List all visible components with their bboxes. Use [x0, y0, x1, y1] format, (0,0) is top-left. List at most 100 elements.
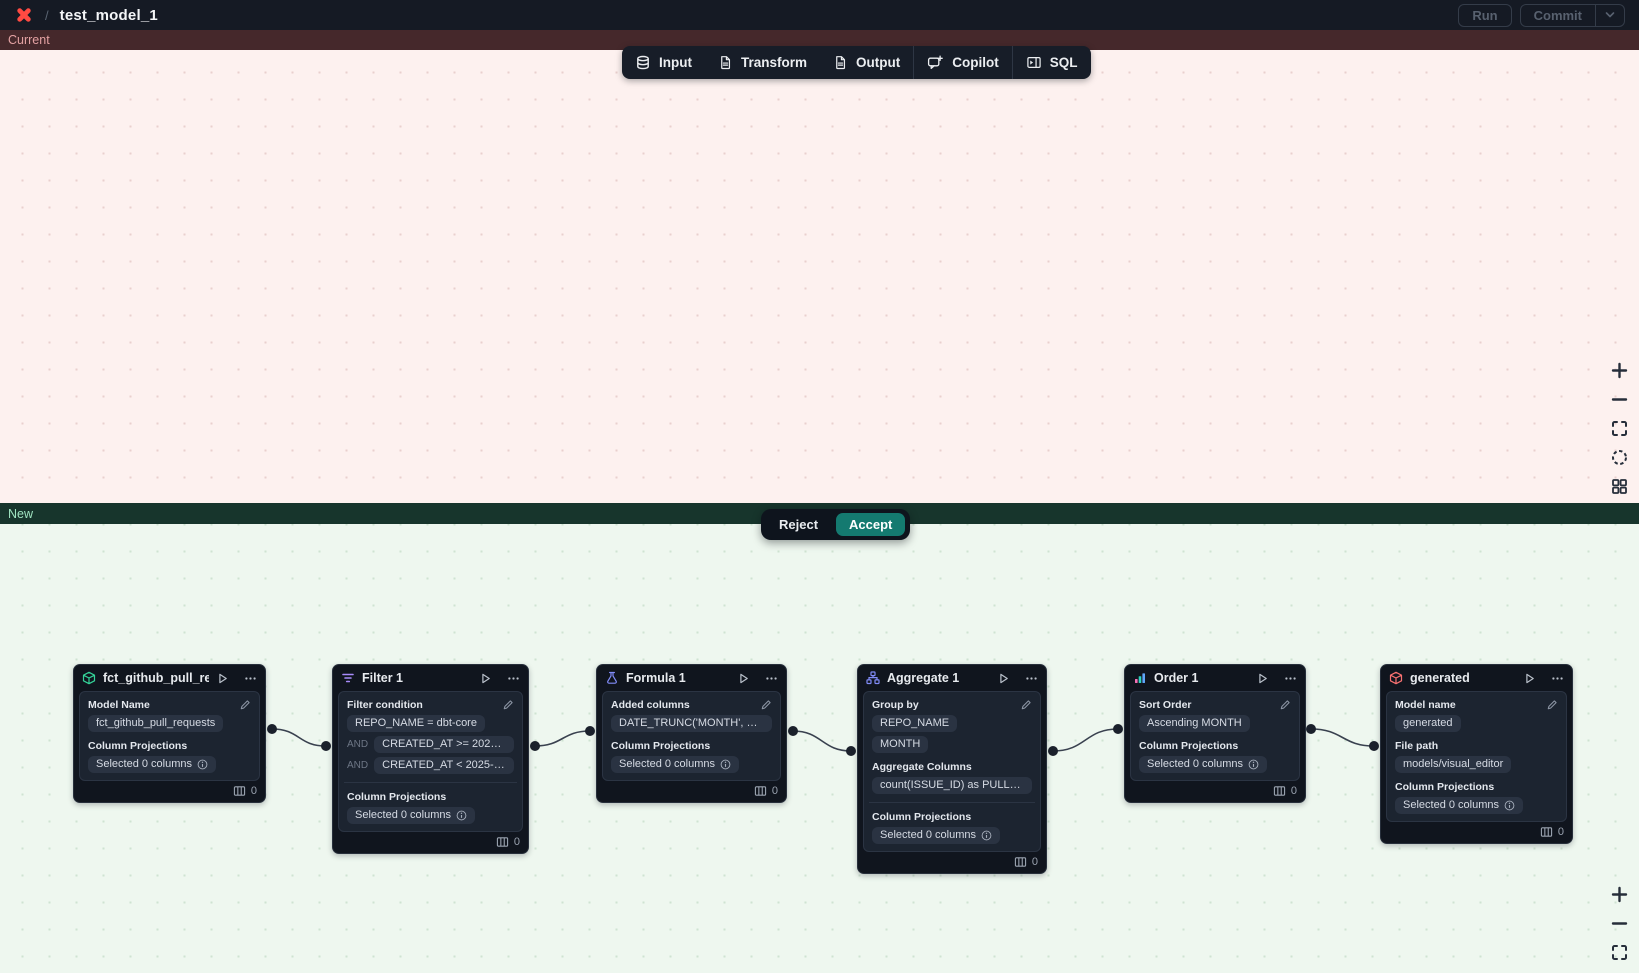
- field-label: Column Projections: [1395, 780, 1495, 793]
- recenter-button[interactable]: [1609, 447, 1629, 467]
- columns-icon: [1540, 827, 1553, 837]
- node-menu-button[interactable]: [1551, 672, 1564, 685]
- column-projections-chip[interactable]: Selected 0 columns: [88, 756, 216, 773]
- divider: [869, 802, 1035, 803]
- zoom-in-icon: [1611, 362, 1627, 378]
- field-label: Sort Order: [1139, 698, 1192, 711]
- projections-value: Selected 0 columns: [619, 758, 715, 770]
- model-cube-icon: [82, 671, 96, 685]
- columns-icon: [496, 837, 509, 847]
- column-projections-chip[interactable]: Selected 0 columns: [611, 756, 739, 773]
- node-title: generated: [1410, 671, 1470, 685]
- column-count: 0: [250, 785, 257, 797]
- ellipsis-icon: [508, 676, 519, 680]
- zoom-out-button[interactable]: [1609, 913, 1629, 933]
- node-run-button[interactable]: [1256, 672, 1269, 685]
- node-menu-button[interactable]: [1025, 672, 1038, 685]
- column-projections-chip[interactable]: Selected 0 columns: [1395, 797, 1523, 814]
- info-icon: [981, 830, 992, 840]
- node-generated[interactable]: generated Model name generated File path…: [1380, 664, 1573, 844]
- edit-button[interactable]: [502, 699, 514, 711]
- node-run-button[interactable]: [997, 672, 1010, 685]
- model-name-chip[interactable]: fct_github_pull_requests: [88, 715, 224, 732]
- info-icon: [197, 759, 208, 769]
- dbt-logo-icon[interactable]: [14, 5, 34, 25]
- node-filter-1[interactable]: Filter 1 Filter condition REPO_NAME = db…: [332, 664, 529, 854]
- condition-chip[interactable]: CREATED_AT < 2025-03-01: [374, 757, 514, 774]
- node-menu-button[interactable]: [765, 672, 778, 685]
- projections-value: Selected 0 columns: [96, 758, 192, 770]
- aggregate-columns-chip[interactable]: count(ISSUE_ID) as PULL_REQUEST_…: [872, 777, 1032, 794]
- file-path-chip[interactable]: models/visual_editor: [1395, 756, 1512, 773]
- boolean-operator: AND: [347, 739, 369, 750]
- edit-button[interactable]: [760, 699, 772, 711]
- current-canvas[interactable]: [0, 50, 1639, 503]
- zoom-in-button[interactable]: [1609, 360, 1629, 380]
- node-header: Formula 1: [597, 665, 786, 691]
- toolbar-input-button[interactable]: Input: [622, 46, 705, 79]
- group-by-chip[interactable]: MONTH: [872, 736, 929, 753]
- fit-view-button[interactable]: [1609, 942, 1629, 962]
- column-projections-chip[interactable]: Selected 0 columns: [1139, 756, 1267, 773]
- sort-order-chip[interactable]: Ascending MONTH: [1139, 715, 1250, 732]
- column-count: 0: [1031, 856, 1038, 868]
- commit-dropdown-button[interactable]: [1596, 3, 1625, 27]
- sort-order-section: Sort Order Ascending MONTH: [1139, 698, 1291, 732]
- layout-grid-button[interactable]: [1609, 476, 1629, 496]
- node-menu-button[interactable]: [244, 672, 257, 685]
- added-columns-chip[interactable]: DATE_TRUNC('MONTH', CREATED_AT…: [611, 715, 772, 732]
- page-title: test_model_1: [59, 6, 158, 24]
- recenter-icon: [1611, 449, 1627, 465]
- field-label: Model Name: [88, 698, 150, 711]
- zoom-in-icon: [1611, 886, 1627, 902]
- node-fct-github-pull-requests[interactable]: fct_github_pull_requests Model Name fct_…: [73, 664, 266, 803]
- commit-button[interactable]: Commit: [1519, 3, 1596, 27]
- field-label: Column Projections: [1139, 739, 1239, 752]
- toolbar-output-button[interactable]: Output: [820, 46, 913, 79]
- edit-button[interactable]: [1279, 699, 1291, 711]
- edit-button[interactable]: [239, 699, 251, 711]
- node-order-1[interactable]: Order 1 Sort Order Ascending MONTH Colum…: [1124, 664, 1306, 803]
- reject-button[interactable]: Reject: [766, 513, 831, 536]
- fit-view-button[interactable]: [1609, 418, 1629, 438]
- node-run-button[interactable]: [1523, 672, 1536, 685]
- edit-button[interactable]: [1020, 699, 1032, 711]
- column-projections-section: Column Projections Selected 0 columns: [611, 739, 772, 773]
- toolbar-sql-button[interactable]: SQL: [1013, 46, 1091, 79]
- column-projections-section: Column Projections Selected 0 columns: [1139, 739, 1291, 773]
- edit-button[interactable]: [1546, 699, 1558, 711]
- condition-chip[interactable]: REPO_NAME = dbt-core: [347, 715, 485, 732]
- model-name-chip[interactable]: generated: [1395, 715, 1461, 732]
- file-path-section: File path models/visual_editor: [1395, 739, 1558, 773]
- columns-icon: [233, 786, 246, 796]
- column-count: 0: [1290, 785, 1297, 797]
- node-menu-button[interactable]: [507, 672, 520, 685]
- node-run-button[interactable]: [216, 672, 229, 685]
- document-icon: [721, 56, 731, 70]
- run-button[interactable]: Run: [1458, 3, 1512, 27]
- sort-bars-icon: [1135, 673, 1145, 683]
- zoom-in-button[interactable]: [1609, 884, 1629, 904]
- zoom-out-button[interactable]: [1609, 389, 1629, 409]
- group-by-chip[interactable]: REPO_NAME: [872, 715, 958, 732]
- node-footer: 0: [1381, 822, 1572, 843]
- node-body: Added columns DATE_TRUNC('MONTH', CREATE…: [602, 691, 781, 781]
- column-projections-chip[interactable]: Selected 0 columns: [872, 827, 1000, 844]
- field-label: Column Projections: [347, 790, 447, 803]
- node-run-button[interactable]: [479, 672, 492, 685]
- column-projections-chip[interactable]: Selected 0 columns: [347, 807, 475, 824]
- condition-chip[interactable]: CREATED_AT >= 2024-12-01: [374, 736, 514, 753]
- zoom-out-icon: [1611, 397, 1627, 401]
- sql-panel-icon: [1027, 57, 1041, 68]
- node-run-button[interactable]: [737, 672, 750, 685]
- node-aggregate-1[interactable]: Aggregate 1 Group by REPO_NAME MONTH Agg…: [857, 664, 1047, 874]
- field-label: Column Projections: [872, 810, 972, 823]
- accept-button[interactable]: Accept: [836, 513, 906, 536]
- breadcrumb-separator: /: [45, 7, 49, 23]
- node-formula-1[interactable]: Formula 1 Added columns DATE_TRUNC('MONT…: [596, 664, 787, 803]
- toolbar-transform-button[interactable]: Transform: [705, 46, 820, 79]
- column-count: 0: [771, 785, 778, 797]
- zoom-out-icon: [1611, 921, 1627, 925]
- toolbar-copilot-button[interactable]: Copilot: [914, 46, 1012, 79]
- node-menu-button[interactable]: [1284, 672, 1297, 685]
